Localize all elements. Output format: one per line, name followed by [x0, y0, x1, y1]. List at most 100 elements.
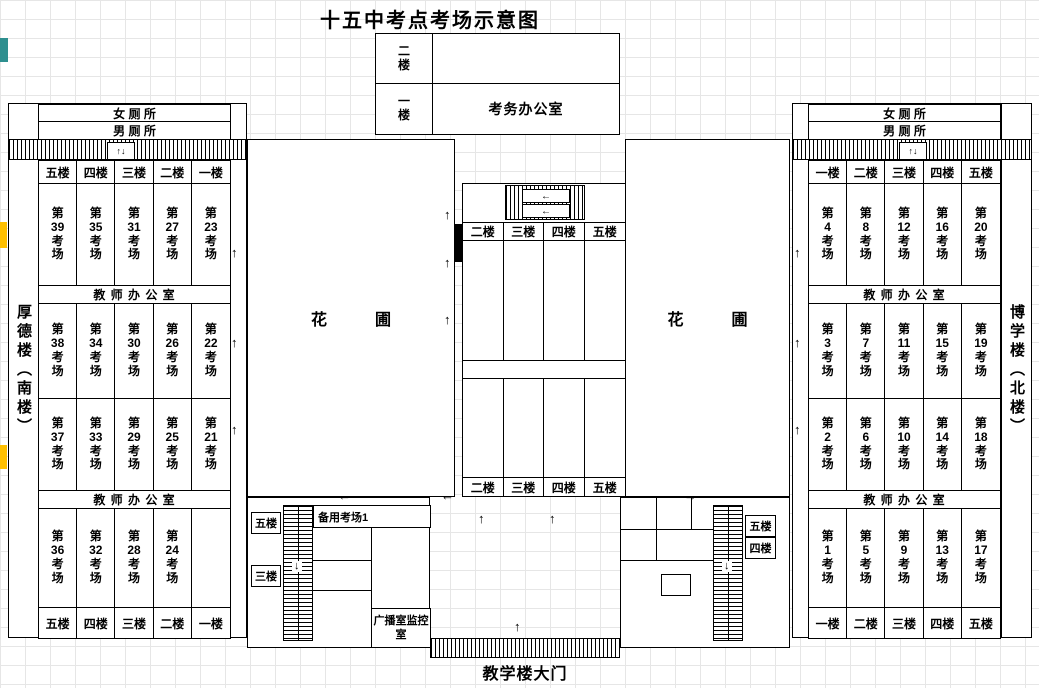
- exam-room: 第 35 考 场: [77, 184, 116, 286]
- up-arrow-icon: ↑: [794, 335, 801, 350]
- exam-room: 第 30 考 场: [115, 304, 154, 399]
- up-arrow-icon: ↑: [794, 245, 801, 260]
- female-toilet-label: 女 厕 所: [38, 104, 231, 122]
- grid-line: [621, 529, 713, 530]
- empty-cell: [544, 379, 585, 478]
- male-toilet-label: 男 厕 所: [38, 121, 231, 140]
- teachers-office-label: 教 师 办 公 室: [39, 491, 230, 509]
- grid-line: [313, 590, 372, 591]
- grid-line: [656, 498, 657, 560]
- up-arrow-icon: ↑: [231, 245, 238, 260]
- floor-label: 五楼: [584, 223, 625, 241]
- exam-room: 第 29 考 场: [115, 399, 154, 491]
- male-toilet-label: 男 厕 所: [808, 121, 1001, 140]
- empty-cell: [433, 34, 619, 84]
- exam-room: 第 37 考 场: [39, 399, 78, 491]
- building-name-label: 博学楼（北楼）: [1008, 304, 1025, 437]
- grid-line: [691, 498, 692, 529]
- empty-cell: [584, 379, 625, 478]
- exam-room: 第 28 考 场: [115, 509, 154, 608]
- exam-room: 第 24 考 场: [153, 509, 192, 608]
- floor-label: 五楼: [961, 161, 1000, 184]
- stairs-divider: [728, 506, 729, 640]
- gate-steps-hatch: [430, 638, 620, 658]
- exam-office-label: 考务办公室: [488, 101, 564, 117]
- wall-segment: [455, 224, 463, 262]
- exam-room: 第 12 考 场: [885, 184, 924, 286]
- up-arrow-icon: ↑: [444, 207, 451, 222]
- lift-arrows-icon: ↑↓: [107, 142, 135, 160]
- floor-label: 三楼: [115, 608, 154, 638]
- floor-label: 二楼: [153, 161, 192, 184]
- empty-cell: [463, 241, 504, 361]
- teachers-office-label: 教 师 办 公 室: [39, 286, 230, 304]
- center-top-hall: [463, 184, 625, 223]
- broadcast-monitor-room: 广播室监控室: [371, 608, 431, 648]
- stair-floor-label: 四楼: [745, 537, 776, 559]
- exam-room: 第 32 考 场: [77, 509, 116, 608]
- floor-label: 三楼: [503, 223, 544, 241]
- exam-room: 第 18 考 场: [961, 399, 1000, 491]
- left-arrow-icon: ←: [522, 204, 570, 218]
- exam-room: 第 5 考 场: [847, 509, 886, 608]
- center-corridor: [463, 361, 625, 379]
- empty-cell: [503, 379, 544, 478]
- stairs-ladder: ↓: [713, 505, 743, 641]
- stair-floor-label: 五楼: [745, 515, 776, 537]
- floor-label: 二楼: [847, 161, 886, 184]
- center-building: 二楼 三楼 四楼 五楼 二楼 三楼 四楼 五楼: [462, 183, 626, 497]
- stairs-divider: [298, 506, 299, 640]
- exam-room: 第 19 考 场: [961, 304, 1000, 399]
- up-arrow-icon: ↑: [444, 255, 451, 270]
- up-arrow-icon: ↑: [794, 422, 801, 437]
- left-building-name: 厚德楼（南楼）: [8, 103, 39, 638]
- exam-room: 第 31 考 场: [115, 184, 154, 286]
- edge-highlight-teal: [0, 38, 8, 62]
- edge-highlight-orange: [0, 445, 7, 469]
- floor-label: 二楼: [154, 608, 192, 638]
- stairs-hatch: ↑↓: [8, 139, 247, 160]
- grid-line: [371, 528, 372, 647]
- exam-room: 第 2 考 场: [809, 399, 848, 491]
- exam-room: 第 34 考 场: [77, 304, 116, 399]
- exam-room: 第 15 考 场: [923, 304, 962, 399]
- exam-room: 第 38 考 场: [39, 304, 78, 399]
- center-stairs-hatch: ← ←: [505, 185, 585, 220]
- bottom-right-block: ↓ 五楼 四楼: [620, 497, 790, 648]
- stair-floor-label: 五楼: [251, 512, 281, 534]
- exam-room: 第 36 考 场: [39, 509, 78, 608]
- floor-label: 一楼: [191, 161, 230, 184]
- exam-room: 第 17 考 场: [961, 509, 1000, 608]
- floor-label: 二楼: [463, 478, 504, 496]
- stairs-hatch: ↑↓: [792, 139, 1032, 160]
- right-building-name: 博学楼（北楼）: [1001, 103, 1032, 638]
- floor-label: 三楼: [504, 478, 544, 496]
- flower-garden-right: 花 圃: [625, 139, 790, 497]
- floor-label: 五楼: [592, 480, 617, 495]
- grid-line: [313, 560, 372, 561]
- up-arrow-icon: ↑: [549, 511, 556, 526]
- floor-label: 二楼: [847, 608, 886, 638]
- floor-label: 一楼: [809, 608, 848, 638]
- empty-cell: [503, 241, 544, 361]
- up-arrow-icon: ↑: [514, 619, 521, 634]
- floor-label: 一楼: [198, 616, 223, 631]
- gate-label: 教学楼大门: [482, 666, 568, 683]
- floor-label: 四楼: [924, 608, 962, 638]
- floor-label: 五楼: [39, 608, 78, 638]
- bottom-left-block: 五楼 三楼 ↓ 备用考场1 广播室监控室: [247, 497, 431, 648]
- exam-room: 第 20 考 场: [961, 184, 1000, 286]
- exam-room: 第 13 考 场: [923, 509, 962, 608]
- floor-label: 一楼: [809, 161, 848, 184]
- up-arrow-icon: ↑: [444, 312, 451, 327]
- lift-arrows-icon: ↑↓: [899, 142, 927, 160]
- edge-highlight-orange: [0, 222, 7, 248]
- teachers-office-label: 教 师 办 公 室: [809, 286, 1000, 304]
- grid-line: [621, 560, 713, 561]
- right-arrow-icon: →: [684, 488, 697, 503]
- floor-label: 二 楼: [376, 34, 433, 84]
- empty-room-cell: [191, 509, 230, 608]
- building-name-label: 厚德楼（南楼）: [15, 304, 32, 437]
- up-arrow-icon: ↑: [231, 335, 238, 350]
